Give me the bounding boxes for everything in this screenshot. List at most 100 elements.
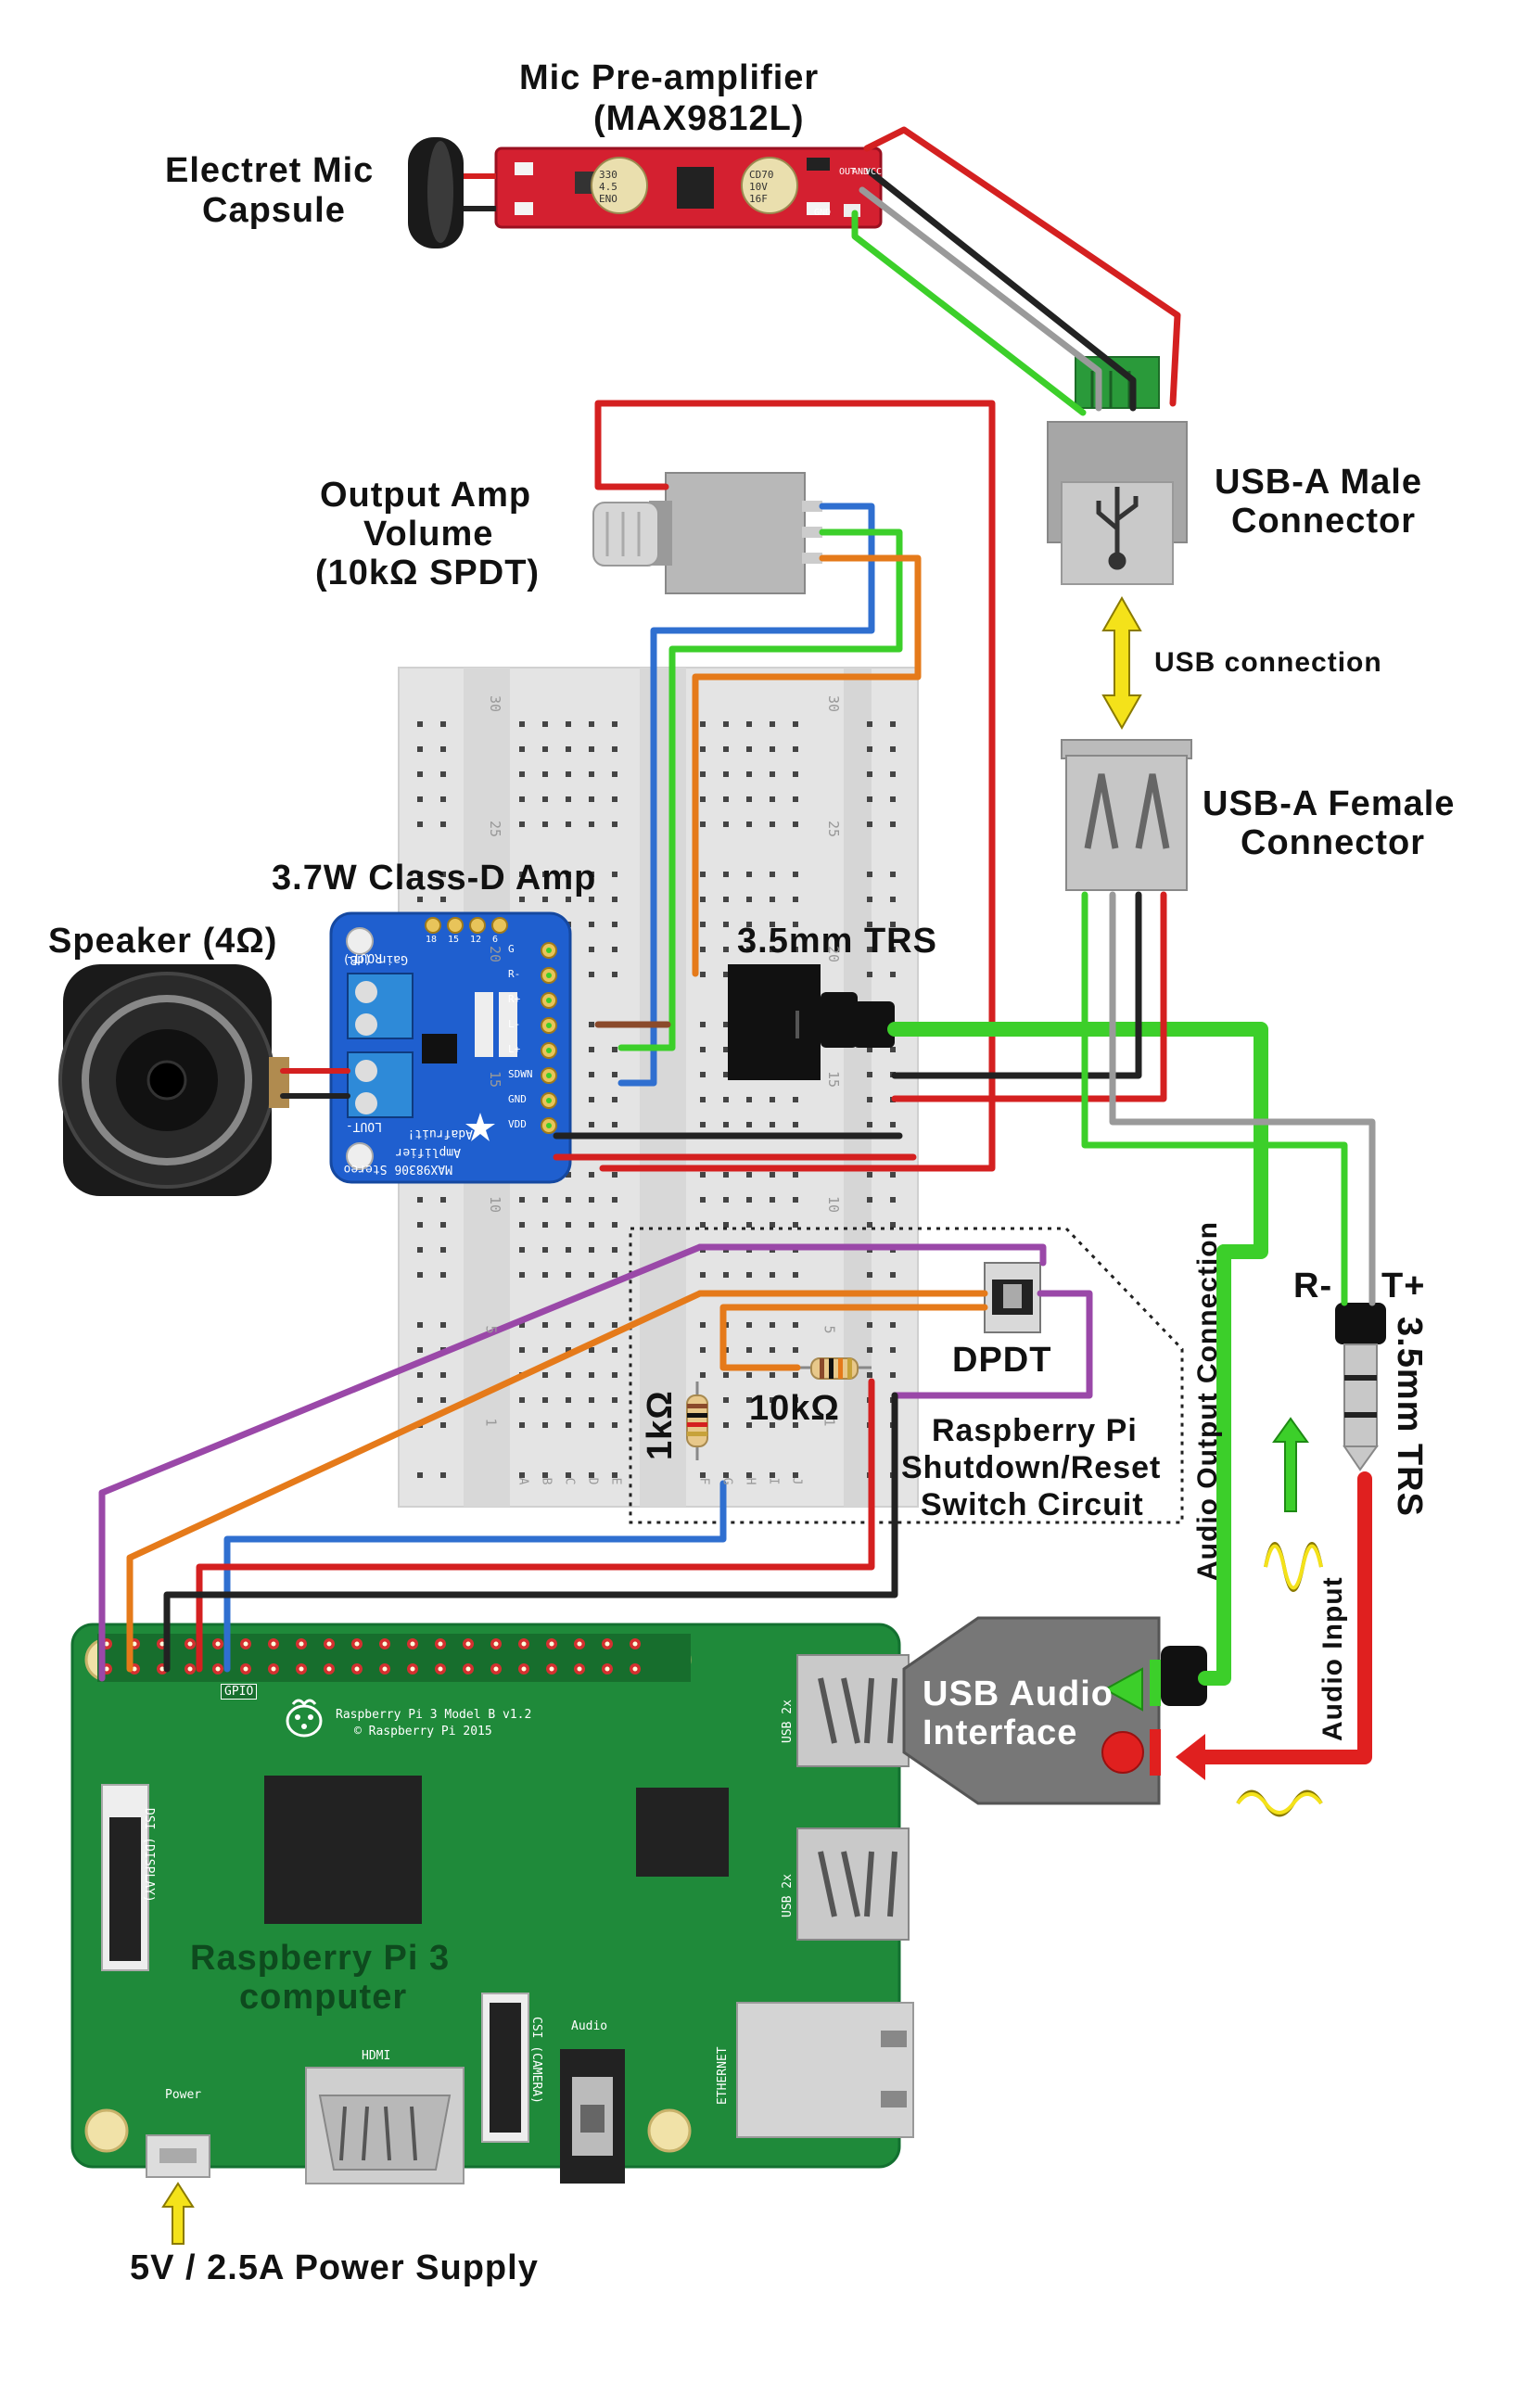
class-d-amp-board (329, 911, 572, 1184)
arrow-up-icon (1272, 1417, 1309, 1512)
volume-label-3: (10kΩ SPDT) (315, 554, 541, 592)
amp-gain-value-label: 12 (470, 935, 482, 945)
amp-pin-label: G (508, 943, 515, 955)
preamp-pin-label: AND (852, 167, 870, 177)
switch-circuit-label-2: Shutdown/Reset (901, 1450, 1162, 1485)
usb-female-label-2: Connector (1241, 823, 1425, 862)
usb-icon (1096, 487, 1139, 570)
audio-port-text: Audio (571, 2019, 608, 2033)
mic-preamp-board (494, 146, 883, 229)
usb-connection-label: USB connection (1154, 647, 1382, 678)
rpi-label-1: Raspberry Pi 3 (190, 1939, 451, 1978)
resistor-10k-label: 10kΩ (749, 1389, 840, 1428)
amp-gain-value-label: 18 (426, 935, 438, 945)
amp-name-text-2: Amplifier (395, 1145, 461, 1159)
usb-2x-text-1: USB 2x (781, 1700, 795, 1743)
breadboard-column-letter: B (539, 1477, 554, 1485)
adafruit-star-icon (465, 1113, 495, 1141)
amp-pin-label: R+ (508, 993, 521, 1005)
class-d-amp-label: 3.7W Class-D Amp (272, 859, 597, 898)
breadboard-row-number: 5 (482, 1325, 500, 1334)
speaker-label: Speaker (4Ω) (48, 922, 278, 961)
resistor-10k (797, 1357, 872, 1380)
usb-2x-text-2: USB 2x (781, 1874, 795, 1917)
amp-name-text: MAX98306 Stereo (343, 1162, 452, 1176)
csi-text: CSI (CAMERA) (529, 2017, 543, 2104)
trs-jack (728, 964, 895, 1080)
amp-gain-value-label: 15 (448, 935, 460, 945)
ethernet-port (736, 2002, 914, 2138)
switch-circuit-label-3: Switch Circuit (921, 1487, 1144, 1522)
breadboard-column-letter: F (696, 1477, 711, 1485)
t-plus-label: T+ (1381, 1267, 1426, 1305)
electret-mic-capsule (408, 137, 496, 248)
arrow-up-power-icon (161, 2182, 195, 2245)
breadboard-column-letter: A (515, 1477, 530, 1485)
power-text: Power (165, 2088, 202, 2102)
rpi-copyright-text: © Raspberry Pi 2015 (354, 1725, 492, 1738)
double-arrow-icon (1101, 595, 1142, 731)
electret-mic-label: Electret Mic (165, 151, 375, 190)
usb-a-male-connector (1047, 356, 1188, 585)
preamp-pin-label: OUT (839, 167, 857, 177)
preamp-pin-label: GND (814, 208, 832, 218)
dpdt-label: DPDT (952, 1341, 1052, 1380)
breadboard-column-letter: J (789, 1477, 804, 1485)
usb-audio-interface (902, 1616, 1207, 1805)
switch-circuit-outline (629, 1227, 1184, 1524)
preamp-pin-label: VCC (865, 167, 883, 177)
breadboard-row-number: 15 (825, 1070, 843, 1089)
raspberry-pi-board (70, 1623, 914, 2184)
breadboard-row-number: 10 (487, 1195, 504, 1214)
capacitor-2-text: CD70 10V 16F (749, 169, 774, 205)
usb-male-label-2: Connector (1231, 502, 1416, 541)
usb-port-2 (796, 1827, 910, 1941)
usb-male-label-1: USB-A Male (1215, 463, 1422, 502)
audio-input-label: Audio Input (1317, 1576, 1348, 1741)
breadboard-column-letter: I (766, 1477, 781, 1485)
volume-label-2: Volume (363, 515, 494, 554)
amp-rout-text: ROUT- (345, 950, 382, 964)
breadboard-row-number: 1 (821, 1418, 838, 1427)
amp-gain-value-label: 6 (492, 935, 499, 945)
breadboard-column-letter: C (562, 1477, 577, 1485)
speaker (58, 964, 289, 1196)
usb-audio-label-1: USB Audio (923, 1675, 1114, 1713)
breadboard-row-number: 10 (825, 1195, 843, 1214)
breadboard-row-number: 30 (487, 694, 504, 713)
breadboard-row-number: 25 (487, 820, 504, 838)
dpdt-switch (984, 1262, 1041, 1333)
amp-lout-text: LOUT- (345, 1119, 382, 1133)
gpio-text: GPIO (221, 1684, 258, 1700)
amp-pin-label: L- (508, 1018, 521, 1030)
capacitor-1-text: 330 4.5 ENO (599, 169, 617, 205)
breadboard-row-number: 5 (821, 1325, 838, 1334)
amp-pin-header (425, 917, 557, 1134)
r-minus-label: R- (1293, 1267, 1333, 1305)
breadboard-row-number: 30 (825, 694, 843, 713)
trs-plug-label: 3.5mm TRS (1390, 1317, 1429, 1517)
usb-a-female-connector (1061, 739, 1192, 891)
volume-label-1: Output Amp (320, 476, 532, 515)
mic-preamp-part-label: (MAX9812L) (593, 99, 805, 138)
breadboard-row-number: 15 (487, 1070, 504, 1089)
breadboard-column-letter: H (743, 1477, 757, 1485)
breadboard-row-number: 25 (825, 820, 843, 838)
usb-female-label-1: USB-A Female (1203, 784, 1456, 823)
breadboard-row-number: 20 (825, 945, 843, 963)
amp-pin-label: VDD (508, 1118, 527, 1130)
electret-capsule-label: Capsule (202, 191, 346, 230)
raspberry-logo-icon (286, 1699, 323, 1738)
wires (98, 126, 1376, 1764)
rpi-model-text: Raspberry Pi 3 Model B v1.2 (336, 1708, 532, 1722)
resistor-1k-label: 1kΩ (641, 1390, 680, 1460)
hdmi-text: HDMI (362, 2049, 391, 2063)
trs-jack-label: 3.5mm TRS (737, 922, 937, 961)
trs-plug (1335, 1303, 1386, 1471)
switch-circuit-label-1: Raspberry Pi (932, 1413, 1138, 1448)
mic-preamp-label: Mic Pre-amplifier (519, 58, 820, 97)
breadboard-column-letter: E (608, 1477, 623, 1485)
amp-pin-label: L+ (508, 1043, 521, 1055)
volume-potentiometer (592, 472, 822, 594)
